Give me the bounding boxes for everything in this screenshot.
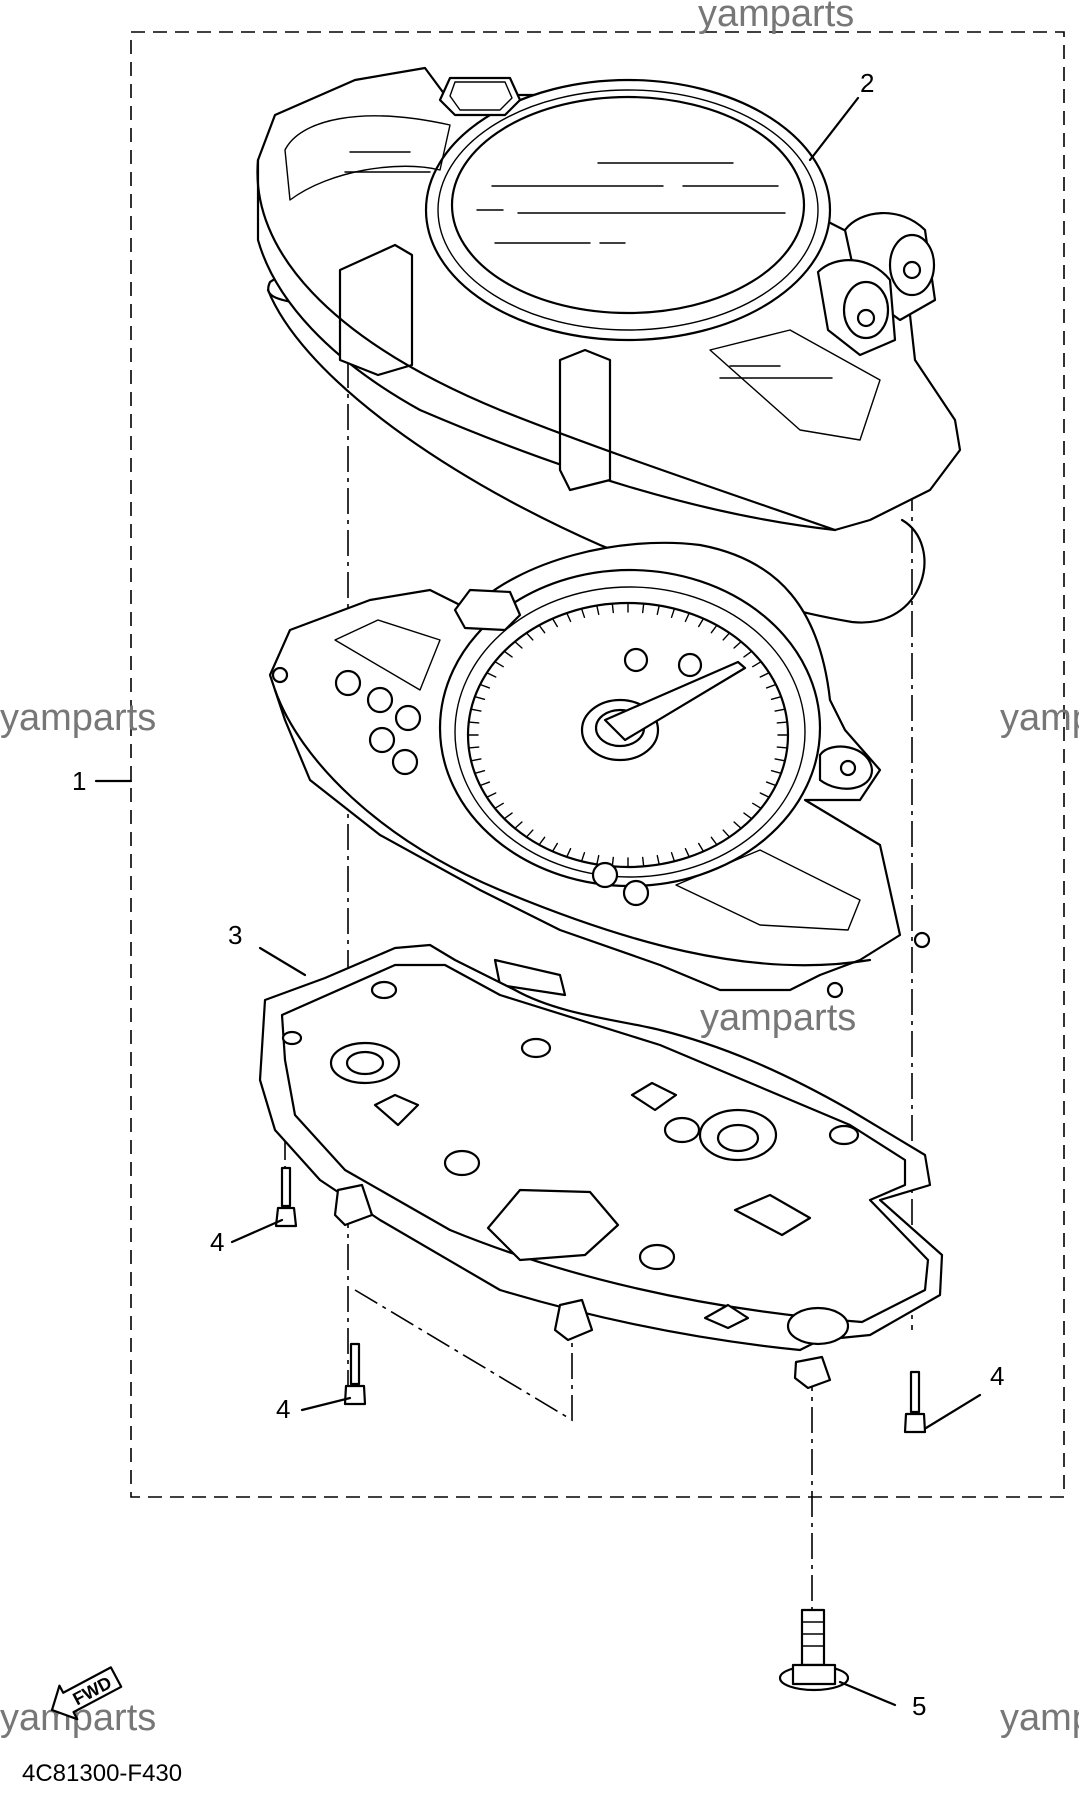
dial-tick (470, 708, 482, 712)
dial-tick (765, 781, 777, 787)
dial-tick (733, 821, 742, 830)
dial-tick (525, 632, 534, 641)
dial-tick (765, 683, 777, 689)
dial-tick (514, 640, 523, 649)
dial-tick (642, 602, 645, 614)
dial-tick (503, 812, 513, 820)
dial-tick (776, 746, 788, 749)
dial-tick (733, 640, 742, 649)
dial-tick (551, 617, 558, 628)
dial-tick (470, 758, 482, 762)
dial-tick (759, 672, 770, 678)
dial-tick (670, 607, 676, 618)
dial-tick (743, 812, 753, 820)
dial-tick (698, 617, 705, 628)
dial-tick (525, 829, 534, 838)
watermark-right: yamp (1000, 697, 1079, 739)
dial-tick (468, 746, 480, 749)
dial-tick (566, 847, 572, 858)
watermark-center: yamparts (700, 997, 856, 1039)
dial-tick (474, 770, 486, 775)
dial-tick (468, 721, 480, 724)
dial-tick (743, 650, 753, 658)
callout-4-right: 4 (990, 1361, 1004, 1391)
dial-tick (566, 612, 572, 623)
watermark-bottom-right: yamp (1000, 1697, 1079, 1739)
dial-tick (770, 695, 782, 700)
dial-tick (538, 624, 546, 634)
dial-tick (479, 781, 491, 787)
dial-tick (710, 836, 718, 846)
watermark-top: yamparts (698, 0, 854, 35)
dial-tick (656, 604, 660, 616)
dial-tick (494, 660, 504, 668)
dial-tick (596, 854, 600, 866)
dial-tick (722, 632, 731, 641)
screw-left (274, 1166, 298, 1228)
dial-tick (684, 612, 690, 623)
meter-case-upper (256, 66, 962, 624)
dial-tick (486, 792, 497, 798)
screw-center (343, 1342, 367, 1406)
dial-tick (486, 672, 497, 678)
dial-tick (774, 708, 786, 712)
dial-tick (503, 650, 513, 658)
bolt (778, 1608, 850, 1692)
meter-case-lower (258, 943, 944, 1390)
dial-tick (611, 602, 614, 614)
callout-1: 1 (72, 766, 86, 796)
dial-tick (752, 660, 762, 668)
callout-2: 2 (860, 68, 874, 98)
dial-tick (580, 607, 586, 618)
dial-tick (642, 856, 645, 868)
leader-lines (94, 96, 982, 1707)
callout-4-center: 4 (276, 1394, 290, 1424)
dial-tick (698, 842, 705, 853)
dial-tick (656, 854, 660, 866)
callout-5: 5 (912, 1691, 926, 1721)
dial-tick (722, 829, 731, 838)
dial-tick (538, 836, 546, 846)
assembly-boundary (130, 31, 1065, 1498)
dial-tick (710, 624, 718, 634)
dial-tick (776, 721, 788, 724)
watermark-left: yamparts (0, 697, 156, 739)
dial-tick (596, 604, 600, 616)
screw-right (903, 1370, 927, 1434)
meter-unit (268, 541, 931, 999)
dial-tick (551, 842, 558, 853)
callout-3: 3 (228, 920, 242, 950)
dial-tick (474, 695, 486, 700)
dial-tick (770, 770, 782, 775)
dial-tick (479, 683, 491, 689)
dial-tick (774, 758, 786, 762)
dial-tick (752, 802, 762, 810)
dial-tick (514, 821, 523, 830)
dial-tick (494, 802, 504, 810)
dial-ticks (467, 602, 789, 868)
dial-tick (684, 847, 690, 858)
dial-tick (670, 852, 676, 863)
dial-tick (759, 792, 770, 798)
diagram-code: 4C81300-F430 (22, 1760, 182, 1787)
callout-4-left: 4 (210, 1227, 224, 1257)
dial-tick (580, 852, 586, 863)
